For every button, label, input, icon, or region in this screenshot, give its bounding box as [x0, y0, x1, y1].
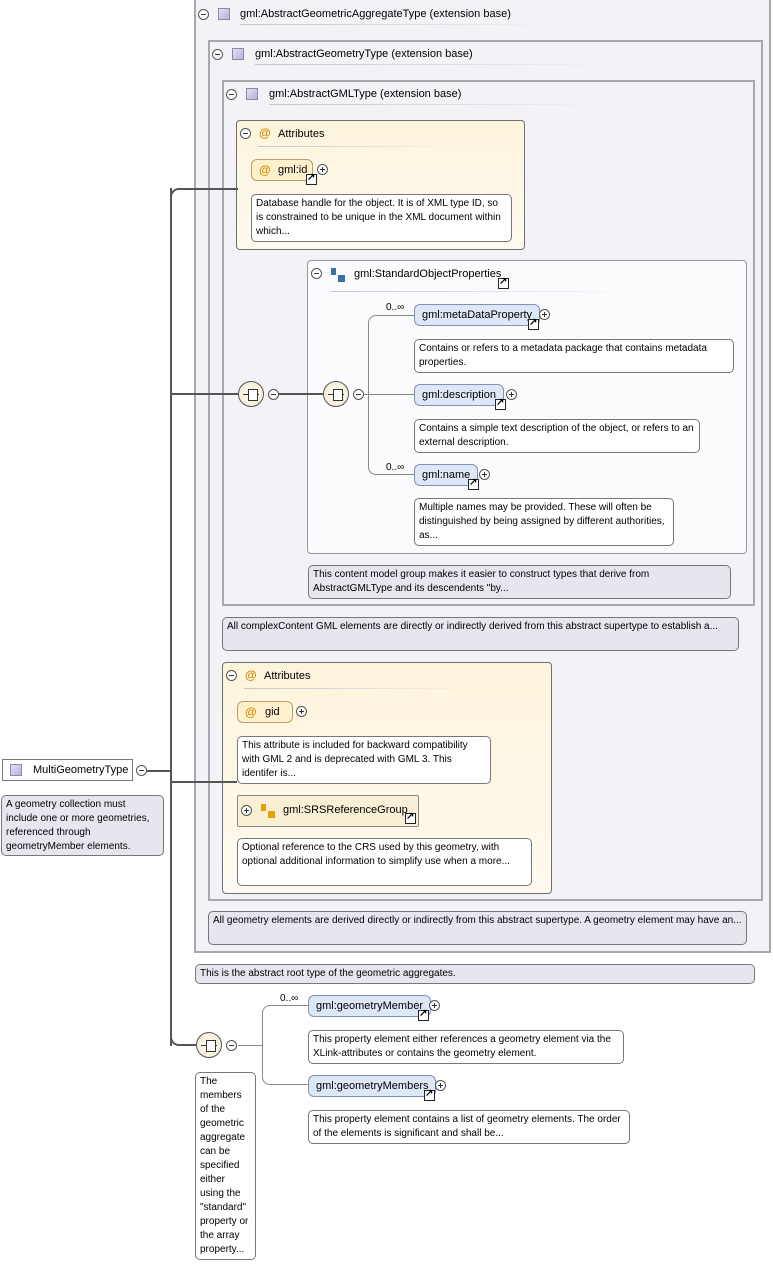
attributes-title: Attributes — [278, 128, 325, 140]
element-geometrymembers[interactable]: gml:geometryMembers — [308, 1075, 437, 1097]
attribute-icon: @ — [259, 126, 271, 140]
attribute-icon: @ — [245, 668, 257, 682]
element-metadataproperty[interactable]: gml:metaDataProperty — [414, 304, 541, 326]
collapse-attributes-icon[interactable] — [240, 128, 251, 139]
gml-type-title: gml:AbstractGMLType (extension base) — [269, 88, 462, 100]
sequence-node[interactable] — [196, 1032, 222, 1058]
element-geometrymember[interactable]: gml:geometryMember — [308, 995, 431, 1017]
collapse-attributes-icon[interactable] — [226, 670, 237, 681]
attributes-title: Attributes — [264, 670, 311, 682]
complex-type-icon — [10, 764, 22, 776]
complex-type-icon — [232, 48, 244, 60]
metadataproperty-doc: Contains or refers to a metadata package… — [414, 339, 734, 373]
collapse-aggregate-icon[interactable] — [198, 9, 209, 20]
attribute-group-icon — [261, 804, 275, 818]
expand-icon[interactable] — [506, 389, 517, 400]
connector — [170, 188, 172, 1046]
element-description[interactable]: gml:description — [414, 384, 504, 406]
collapse-sequence-icon[interactable] — [226, 1040, 237, 1051]
multiplicity-label: 0..∞ — [386, 302, 405, 313]
name-doc: Multiple names may be provided. These wi… — [414, 498, 674, 546]
multiplicity-label: 0..∞ — [280, 993, 299, 1004]
complex-type-icon — [246, 88, 258, 100]
members-sequence-doc: The members of the geometric aggregate c… — [195, 1072, 256, 1260]
srs-reference-group-doc: Optional reference to the CRS used by th… — [237, 838, 532, 886]
geometry-type-doc: All geometry elements are derived direct… — [208, 911, 747, 945]
geometrymembers-doc: This property element contains a list of… — [308, 1110, 630, 1144]
root-doc: A geometry collection must include one o… — [1, 795, 164, 856]
connector — [170, 1036, 196, 1046]
connector — [238, 1045, 262, 1046]
attribute-gid[interactable]: @ gid — [237, 701, 293, 723]
expand-icon[interactable] — [539, 309, 550, 320]
geometrymember-doc: This property element either references … — [308, 1030, 624, 1064]
collapse-sequence-icon[interactable] — [268, 389, 279, 400]
attribute-name: gid — [265, 706, 280, 718]
sequence-node[interactable] — [238, 381, 264, 407]
expand-icon[interactable] — [317, 164, 328, 175]
reference-arrow-icon[interactable] — [498, 276, 509, 289]
geometry-type-title: gml:AbstractGeometryType (extension base… — [255, 48, 473, 60]
connector — [170, 393, 238, 395]
standard-properties-doc: This content model group makes it easier… — [308, 565, 731, 599]
element-name[interactable]: gml:name — [414, 464, 479, 486]
aggregate-type-doc: This is the abstract root type of the ge… — [195, 964, 755, 984]
connector — [364, 394, 414, 395]
description-doc: Contains a simple text description of th… — [414, 419, 700, 453]
reference-arrow-icon[interactable] — [528, 317, 539, 330]
aggregate-type-title: gml:AbstractGeometricAggregateType (exte… — [240, 8, 511, 20]
connector — [368, 315, 414, 475]
expand-icon[interactable] — [296, 706, 307, 717]
reference-arrow-icon[interactable] — [424, 1088, 435, 1101]
complex-type-icon — [218, 8, 230, 20]
expand-icon[interactable] — [435, 1080, 446, 1091]
collapse-gml-icon[interactable] — [226, 89, 237, 100]
srs-reference-group[interactable]: gml:SRSReferenceGroup — [237, 795, 419, 827]
expand-icon[interactable] — [241, 805, 252, 816]
collapse-geometry-icon[interactable] — [212, 49, 223, 60]
connector — [170, 188, 238, 198]
attribute-icon: @ — [259, 163, 271, 177]
standard-properties-title: gml:StandardObjectProperties — [354, 268, 502, 280]
connector — [170, 781, 237, 783]
attribute-name: gml:id — [278, 164, 308, 176]
gml-type-doc: All complexContent GML elements are dire… — [222, 617, 739, 651]
reference-arrow-icon[interactable] — [405, 811, 416, 824]
connector — [147, 770, 171, 772]
expand-icon[interactable] — [429, 1000, 440, 1011]
connector — [262, 1005, 308, 1085]
gml-id-doc: Database handle for the object. It is of… — [251, 194, 512, 242]
attribute-gml-id[interactable]: @ gml:id — [251, 159, 313, 181]
gid-doc: This attribute is included for backward … — [237, 736, 491, 784]
group-icon — [331, 268, 345, 282]
collapse-group-icon[interactable] — [311, 268, 322, 279]
multi-geometry-type-box[interactable]: MultiGeometryType — [2, 759, 133, 781]
root-name: MultiGeometryType — [33, 764, 129, 776]
expand-icon[interactable] — [479, 469, 490, 480]
reference-arrow-icon[interactable] — [418, 1008, 429, 1021]
collapse-sequence-icon[interactable] — [353, 389, 364, 400]
reference-arrow-icon[interactable] — [495, 397, 506, 410]
connector — [279, 393, 323, 395]
sequence-node[interactable] — [323, 381, 349, 407]
attribute-icon: @ — [245, 705, 257, 719]
collapse-root-icon[interactable] — [136, 765, 147, 776]
multiplicity-label: 0..∞ — [386, 462, 405, 473]
reference-arrow-icon[interactable] — [306, 172, 317, 185]
srs-reference-group-name: gml:SRSReferenceGroup — [283, 804, 408, 816]
reference-arrow-icon[interactable] — [468, 477, 479, 490]
